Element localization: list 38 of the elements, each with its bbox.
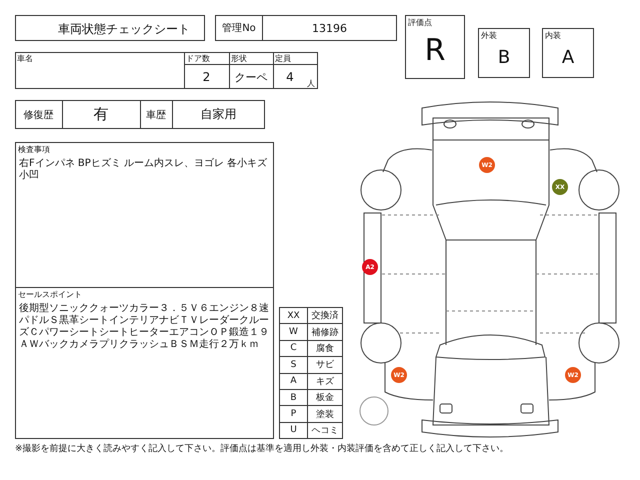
- legend-meaning-cell: ヘコミ: [307, 422, 343, 440]
- note-text: 右Fインパネ BPヒズミ ルーム内スレ、ヨゴレ 各小キズ小凹: [19, 158, 268, 182]
- text-panel: [15, 287, 274, 439]
- field-value: クーペ: [234, 70, 268, 86]
- legend-code-cell: U: [279, 422, 308, 440]
- legend-meaning-cell: 交換済: [307, 307, 343, 324]
- title-box: [15, 15, 205, 41]
- field-label: 車歴: [145, 108, 167, 122]
- grade-value: R: [424, 36, 446, 66]
- note-text: 後期型ソニッククォーツカラー３．５Ｖ６エンジン８速パドルＳ黒革シートインテリアナビＴＶレーダークルーズＣパワーシートシートヒーターエアコンＯＰ鍛造１９ＡＷバックカメラプリクラッシュＢＳＭ走行２万ｋｍ: [19, 303, 269, 351]
- footnote-text: ※撮影を前提に大きく読みやすく記入して下さい。評価点は基準を適用し外装・内装評価を含めて正しく記入して下さい。: [15, 442, 510, 455]
- field-label: 定員: [275, 53, 292, 64]
- field-label: 車名: [17, 53, 34, 64]
- field-label: 内装: [545, 30, 561, 41]
- id-field: [215, 15, 397, 41]
- field-label: ドア数: [186, 53, 211, 64]
- field-label: 評価点: [408, 17, 432, 28]
- field-value: 有: [92, 104, 110, 125]
- empty-circle-mark: [359, 396, 389, 426]
- section-heading: セールスポイント: [18, 289, 82, 300]
- text-panel: [15, 142, 274, 288]
- grade-box: [542, 28, 594, 78]
- field-label: 外装: [481, 30, 497, 41]
- sheet-title: 車両状態チェックシート: [58, 21, 190, 38]
- field-value: 2: [202, 69, 212, 86]
- grade-value: A: [560, 49, 576, 67]
- section-heading: 検査事項: [18, 144, 50, 155]
- grade-value: B: [496, 49, 512, 67]
- legend-code-cell: XX: [279, 307, 308, 324]
- field-label: 修復歴: [22, 108, 54, 122]
- field-label: 形状: [231, 53, 248, 64]
- field-value: 自家用: [200, 106, 238, 123]
- field-value: 4: [285, 69, 295, 86]
- unit-label: 人: [307, 78, 316, 89]
- grade-box: [405, 15, 465, 79]
- field-label: 管理No: [216, 16, 263, 40]
- field-value: 13196: [311, 20, 348, 36]
- grade-box: [478, 28, 530, 78]
